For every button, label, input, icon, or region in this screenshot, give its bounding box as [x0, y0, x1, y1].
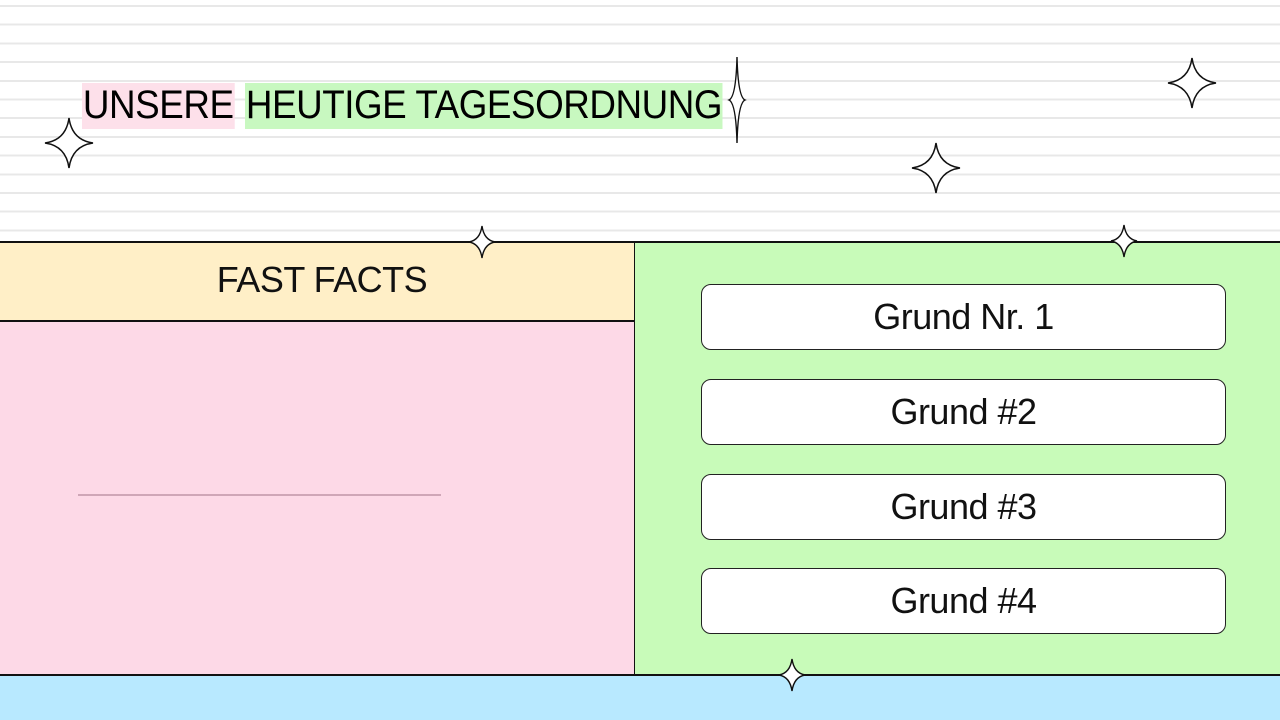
title-highlight-pink: UNSERE	[82, 82, 235, 129]
reason-button-3[interactable]: Grund #3	[701, 474, 1226, 540]
title-highlight-green: HEUTIGE TAGESORDNUNG	[244, 82, 723, 129]
page-title: UNSERE HEUTIGE TAGESORDNUNG	[82, 82, 764, 129]
sparkle-icon	[1110, 224, 1138, 258]
fast-facts-text-placeholder	[78, 494, 441, 496]
reason-button-4[interactable]: Grund #4	[701, 568, 1226, 634]
bottom-strip	[0, 674, 1280, 720]
fast-facts-header: FAST FACTS	[0, 241, 635, 322]
sparkle-icon	[727, 56, 747, 144]
sparkle-icon	[911, 142, 961, 194]
reason-button-1[interactable]: Grund Nr. 1	[701, 284, 1226, 350]
sparkle-icon	[778, 658, 806, 692]
sparkle-icon	[44, 117, 94, 169]
sparkle-icon	[1167, 57, 1217, 109]
fast-facts-body	[0, 322, 635, 675]
reason-button-2[interactable]: Grund #2	[701, 379, 1226, 445]
fast-facts-heading: FAST FACTS	[216, 258, 428, 300]
sparkle-icon	[468, 225, 496, 259]
